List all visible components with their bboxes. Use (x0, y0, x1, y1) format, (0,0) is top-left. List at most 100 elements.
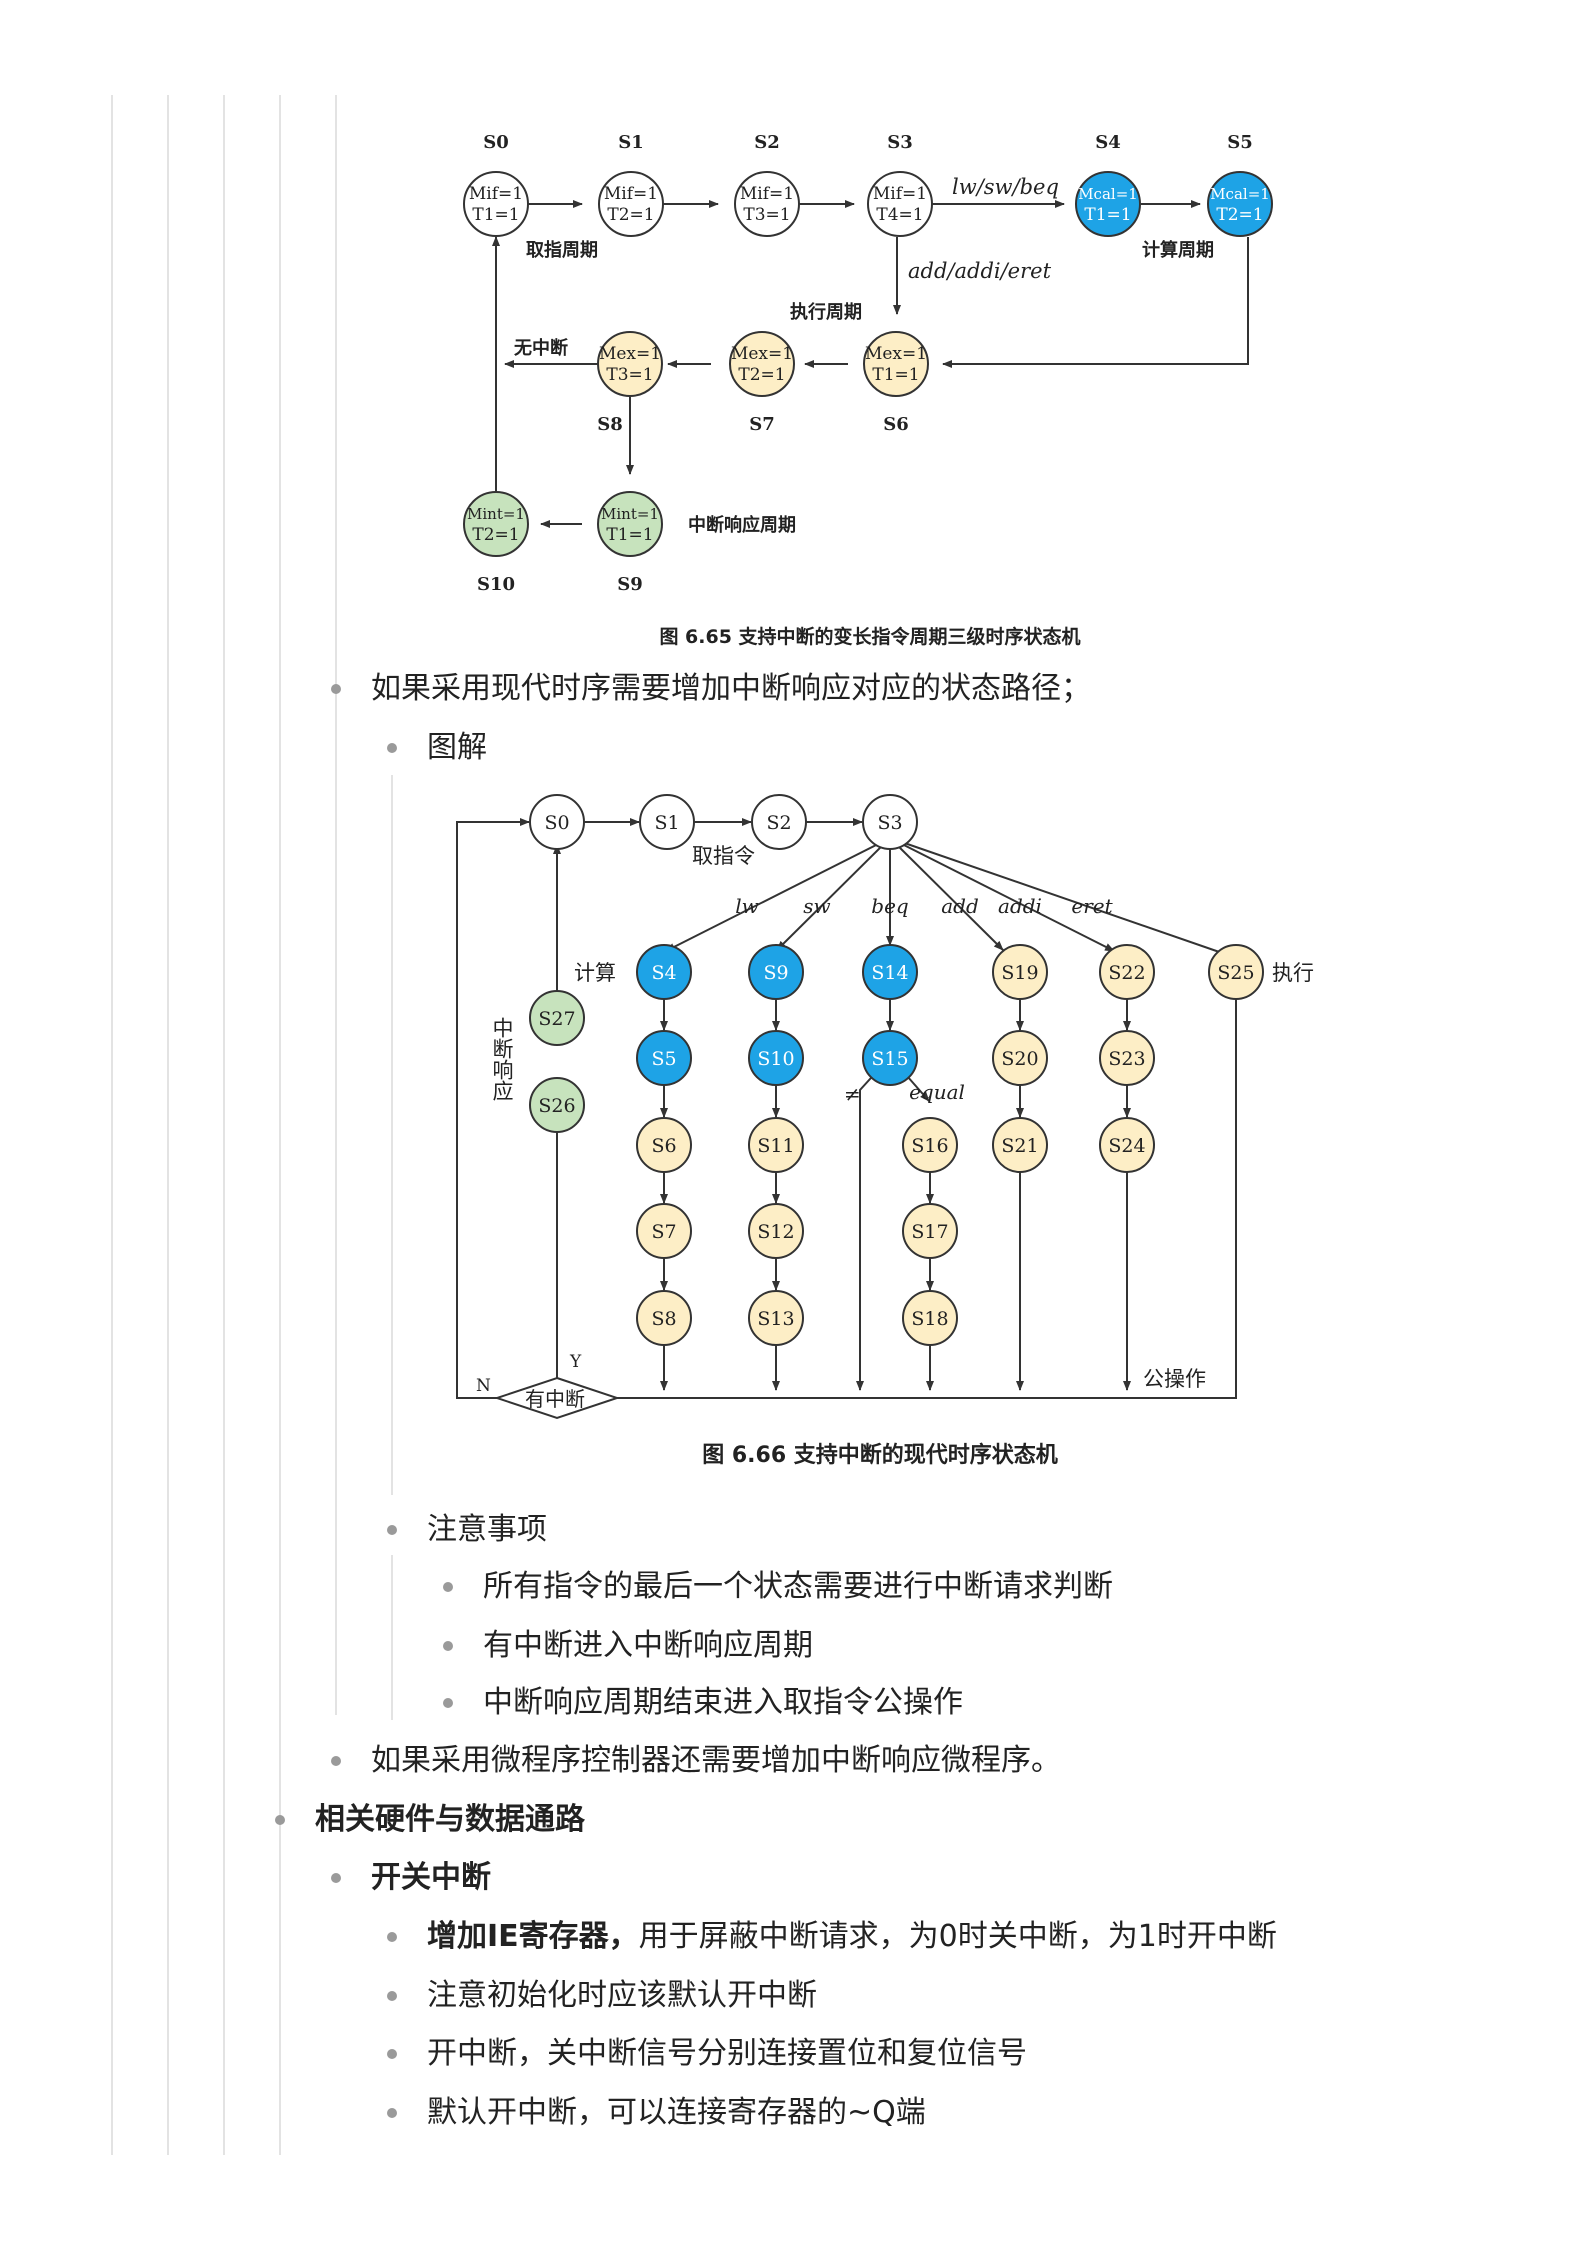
node-s18-label: S18 (911, 1308, 948, 1330)
list-item-set-reset: 开中断，关中断信号分别连接置位和复位信号 (427, 2036, 1027, 2071)
node-s8 (636, 1290, 692, 1346)
state-s6-name: S6 (883, 414, 909, 435)
state-s2 (734, 171, 800, 237)
state-s7-l2: T2=1 (738, 365, 785, 385)
state-s9-l2: T1=1 (606, 525, 653, 545)
state-s6 (863, 331, 929, 397)
node-s2 (751, 794, 807, 850)
node-s26-label: S26 (538, 1095, 575, 1117)
yes-label: Y (569, 1352, 582, 1372)
state-s6-l2: T1=1 (872, 365, 919, 385)
has-interrupt-label: 有中断 (525, 1387, 585, 1411)
ie-register-text: 用于屏蔽中断请求，为0时关中断，为1时开中断 (638, 1919, 1277, 1954)
figure-6-65: Mif=1 T1=1 Mif=1 T2=1 Mif=1 T3=1 Mif=1 T… (463, 132, 1273, 648)
figure-6-66-caption: 图 6.66 支持中断的现代时序状态机 (702, 1442, 1058, 1468)
node-s9-label: S9 (763, 962, 788, 984)
bullet-marker (331, 1873, 341, 1883)
list-item-notq: 默认开中断，可以连接寄存器的~Q端 (427, 2095, 926, 2130)
node-s12 (748, 1203, 804, 1259)
state-s3-l1: Mif=1 (873, 184, 927, 204)
branch-eret: eret (1071, 894, 1113, 918)
list-item-ie-register: 增加IE寄存器，用于屏蔽中断请求，为0时关中断，为1时开中断 (427, 1917, 1277, 1957)
state-s5 (1207, 171, 1273, 237)
public-op-label: 公操作 (1143, 1367, 1206, 1391)
node-s20 (992, 1030, 1048, 1086)
node-s0 (529, 794, 585, 850)
state-s9-l1: Mint=1 (601, 505, 659, 523)
node-s16-label: S16 (911, 1135, 948, 1157)
node-s3 (862, 794, 918, 850)
calc-cycle-label: 计算周期 (1142, 239, 1214, 261)
node-s14 (862, 944, 918, 1000)
branch-beq: beq (871, 894, 908, 918)
state-s9-name: S9 (617, 574, 643, 595)
node-s11 (748, 1117, 804, 1173)
state-s4 (1075, 171, 1141, 237)
fetch-cycle-label: 取指周期 (526, 239, 598, 261)
ie-register-bold: 增加IE寄存器， (427, 1919, 639, 1954)
figure-6-66: S0 S1 S2 S3 S4 S9 S14 S19 S22 S25 S5 S10… (456, 794, 1314, 1468)
state-s3-l2: T4=1 (876, 205, 923, 225)
node-s21-label: S21 (1001, 1135, 1038, 1157)
int-cycle-label: 中断响应周期 (688, 514, 796, 536)
list-item-microprogram: 如果采用微程序控制器还需要增加中断响应微程序。 (371, 1743, 1061, 1778)
list-item-notes-title: 注意事项 (427, 1512, 547, 1547)
no-interrupt-label: 无中断 (514, 337, 568, 359)
state-s5-name: S5 (1227, 132, 1253, 153)
node-s6-label: S6 (651, 1135, 676, 1157)
node-s3-label: S3 (877, 812, 902, 834)
node-s23-label: S23 (1108, 1048, 1145, 1070)
has-interrupt-diamond (493, 1376, 621, 1420)
compute-label: 计算 (574, 961, 616, 985)
int-response-label: 中断响应 (490, 1017, 514, 1101)
bullet-marker (443, 1641, 453, 1651)
node-s17 (902, 1203, 958, 1259)
neq-label: ≠ (844, 1082, 861, 1106)
state-s4-name: S4 (1095, 132, 1121, 153)
outline-guide (279, 95, 281, 2155)
alu-branch-label: add/addi/eret (908, 259, 1052, 283)
outline-guide (167, 95, 169, 2155)
node-s16 (902, 1117, 958, 1173)
node-s5-label: S5 (651, 1048, 676, 1070)
node-s22-label: S22 (1108, 962, 1145, 984)
list-item-note-2: 有中断进入中断响应周期 (483, 1628, 813, 1663)
node-s25 (1208, 944, 1264, 1000)
state-s9 (597, 491, 663, 557)
list-item-note-3: 中断响应周期结束进入取指令公操作 (483, 1685, 963, 1720)
fetch-label: 取指令 (692, 844, 755, 868)
state-s0 (463, 171, 529, 237)
node-s26 (529, 1077, 585, 1133)
state-s2-name: S2 (754, 132, 780, 153)
bullet-marker (387, 1932, 397, 1942)
list-item-modern-timing: 如果采用现代时序需要增加中断响应对应的状态路径； (371, 671, 1091, 706)
node-s7 (636, 1203, 692, 1259)
list-item-diagram: 图解 (427, 730, 487, 765)
branch-add: add (941, 894, 979, 918)
state-s7-l1: Mex=1 (731, 344, 793, 364)
state-s4-l2: T1=1 (1084, 205, 1131, 225)
node-s9 (748, 944, 804, 1000)
outline-guide (111, 95, 113, 2155)
node-s12-label: S12 (757, 1221, 794, 1243)
node-s24-label: S24 (1108, 1135, 1145, 1157)
bullet-marker (387, 743, 397, 753)
equal-label: equal (909, 1080, 965, 1104)
list-item-init-enable: 注意初始化时应该默认开中断 (427, 1978, 817, 2013)
state-s0-l2: T1=1 (472, 205, 519, 225)
state-s3 (867, 171, 933, 237)
bullet-marker (387, 2108, 397, 2118)
state-s2-l2: T3=1 (743, 205, 790, 225)
outline-guide (391, 775, 393, 1495)
state-s0-l1: Mif=1 (469, 184, 523, 204)
node-s22 (1099, 944, 1155, 1000)
outline-guide (223, 95, 225, 2155)
node-s4 (636, 944, 692, 1000)
bullet-marker (387, 2049, 397, 2059)
outline-guide (335, 95, 337, 1715)
execute-label: 执行 (1272, 961, 1314, 985)
state-s6-l1: Mex=1 (865, 344, 927, 364)
bullet-marker (331, 684, 341, 694)
node-s24 (1099, 1117, 1155, 1173)
node-s25-label: S25 (1217, 962, 1254, 984)
